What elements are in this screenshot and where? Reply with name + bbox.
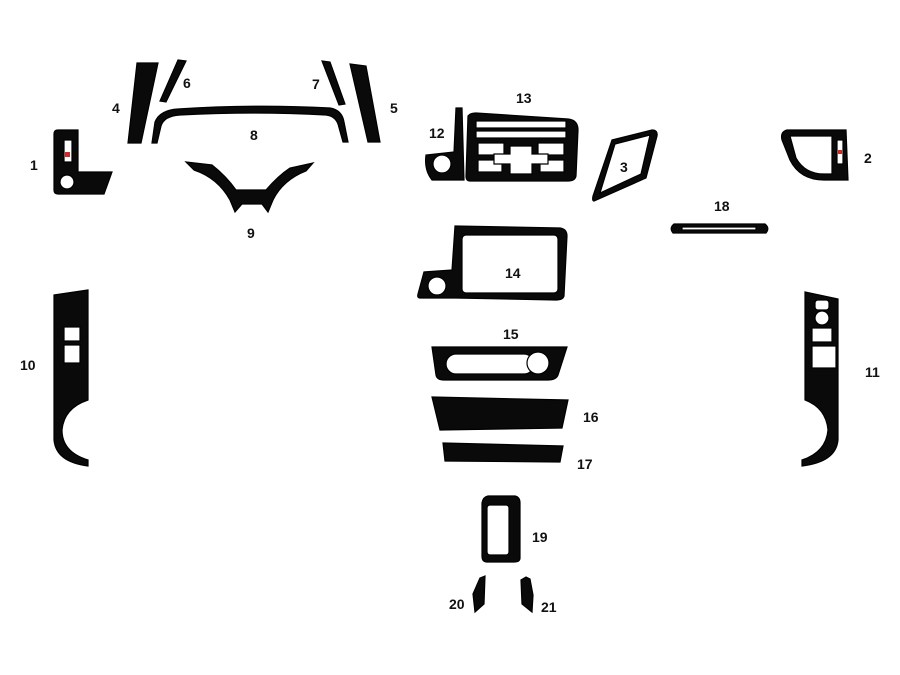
- label-4: 4: [112, 100, 120, 116]
- label-21: 21: [541, 599, 557, 615]
- label-12: 12: [429, 125, 445, 141]
- piece-19: [481, 495, 521, 563]
- label-6: 6: [183, 75, 191, 91]
- label-13: 13: [516, 90, 532, 106]
- label-9: 9: [247, 225, 255, 241]
- label-1: 1: [30, 157, 38, 173]
- label-5: 5: [390, 100, 398, 116]
- piece-13: [465, 112, 579, 182]
- label-8: 8: [250, 127, 258, 143]
- piece-21: [520, 576, 534, 614]
- piece-5: [349, 63, 381, 143]
- piece-11: [801, 291, 839, 467]
- label-16: 16: [583, 409, 599, 425]
- label-14: 14: [505, 265, 521, 281]
- piece-14: [417, 225, 568, 301]
- label-20: 20: [449, 596, 465, 612]
- piece-3: [592, 129, 658, 202]
- label-17: 17: [577, 456, 593, 472]
- piece-15: [431, 346, 568, 381]
- piece-18: [670, 223, 769, 234]
- piece-16: [431, 396, 569, 431]
- piece-2: [780, 129, 849, 181]
- label-2: 2: [864, 150, 872, 166]
- label-15: 15: [503, 326, 519, 342]
- piece-7: [321, 60, 346, 106]
- piece-20: [472, 575, 486, 614]
- piece-10: [53, 289, 89, 467]
- label-18: 18: [714, 198, 730, 214]
- label-10: 10: [20, 357, 36, 373]
- piece-8: [151, 105, 349, 144]
- piece-4: [127, 62, 159, 144]
- piece-9: [184, 161, 315, 214]
- piece-6: [159, 59, 187, 103]
- piece-1: [53, 129, 113, 195]
- label-7: 7: [312, 76, 320, 92]
- label-11: 11: [865, 364, 880, 380]
- label-3: 3: [620, 159, 628, 175]
- label-19: 19: [532, 529, 548, 545]
- piece-12: [425, 107, 465, 181]
- piece-17: [442, 442, 564, 463]
